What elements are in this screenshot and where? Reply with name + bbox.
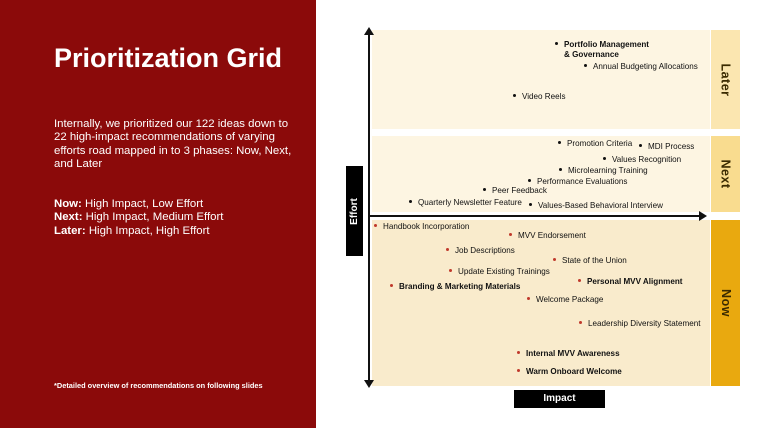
item-leadership-diversity: Leadership Diversity Statement [579,319,700,329]
bullet-icon [528,179,531,183]
item-quarterly-newsletter: Quarterly Newsletter Feature [409,198,522,208]
now-band [372,220,710,386]
item-internal-mvv-awareness: Internal MVV Awareness [517,349,620,359]
bullet-icon [527,297,530,301]
intro-text: Internally, we prioritized our 122 ideas… [54,118,292,171]
item-microlearning: Microlearning Training [559,166,648,176]
bullet-icon [559,168,562,172]
bullet-icon [374,224,377,228]
impact-axis [370,215,699,217]
bullet-icon [513,94,516,98]
later-band [372,30,710,129]
item-welcome-package: Welcome Package [527,295,603,305]
phase-tab-next: Next [711,136,740,212]
item-update-trainings: Update Existing Trainings [449,267,550,277]
effort-axis-label: Effort [346,166,363,256]
item-promotion-criteria: Promotion Criteria [558,139,632,149]
bullet-icon [603,157,606,161]
bullet-icon [529,203,532,207]
bullet-icon [558,141,561,145]
phase-tab-later: Later [711,30,740,129]
bullet-icon [483,188,486,192]
effort-axis-arrow-up-icon [364,27,374,35]
bullet-icon [553,258,556,262]
phase-later: Later: High Impact, High Effort [54,224,210,237]
item-performance-evaluations: Performance Evaluations [528,177,627,187]
item-warm-onboard-welcome: Warm Onboard Welcome [517,367,622,377]
item-values-based-interview: Values-Based Behavioral Interview [529,201,663,211]
bullet-icon [555,42,558,46]
effort-axis [368,34,370,380]
page-title: Prioritization Grid [54,43,283,73]
item-state-of-the-union: State of the Union [553,256,627,266]
bullet-icon [517,369,520,373]
item-peer-feedback: Peer Feedback [483,186,547,196]
phase-legend: Now: High Impact, Low Effort Next: High … [54,198,223,238]
item-branding-marketing: Branding & Marketing Materials [390,282,520,292]
bullet-icon [509,233,512,237]
left-panel: Prioritization Grid Internally, we prior… [0,0,316,428]
item-mvv-endorsement: MVV Endorsement [509,231,586,241]
bullet-icon [639,144,642,148]
bullet-icon [446,248,449,252]
bullet-icon [409,200,412,204]
bullet-icon [579,321,582,325]
bullet-icon [578,279,581,283]
item-annual-budgeting: Annual Budgeting Allocations [584,62,698,72]
bullet-icon [517,351,520,355]
next-band [372,136,710,212]
phase-next: Next: High Impact, Medium Effort [54,211,224,224]
phase-now: Now: High Impact, Low Effort [54,198,204,210]
item-job-descriptions: Job Descriptions [446,246,515,256]
item-video-reels: Video Reels [513,92,566,102]
bullet-icon [390,284,393,288]
phase-tab-now: Now [711,220,740,386]
impact-axis-arrow-right-icon [699,211,707,221]
item-personal-mvv-alignment: Personal MVV Alignment [578,277,683,287]
bullet-icon [449,269,452,273]
item-portfolio-management: Portfolio Management & Governance [555,40,649,60]
item-handbook-incorporation: Handbook Incorporation [374,222,469,232]
footnote: *Detailed overview of recommendations on… [54,381,263,390]
item-mdi-process: MDI Process [639,142,694,152]
bullet-icon [584,64,587,68]
impact-axis-label: Impact [514,390,605,408]
item-values-recognition: Values Recognition [603,155,681,165]
effort-axis-arrow-down-icon [364,380,374,388]
